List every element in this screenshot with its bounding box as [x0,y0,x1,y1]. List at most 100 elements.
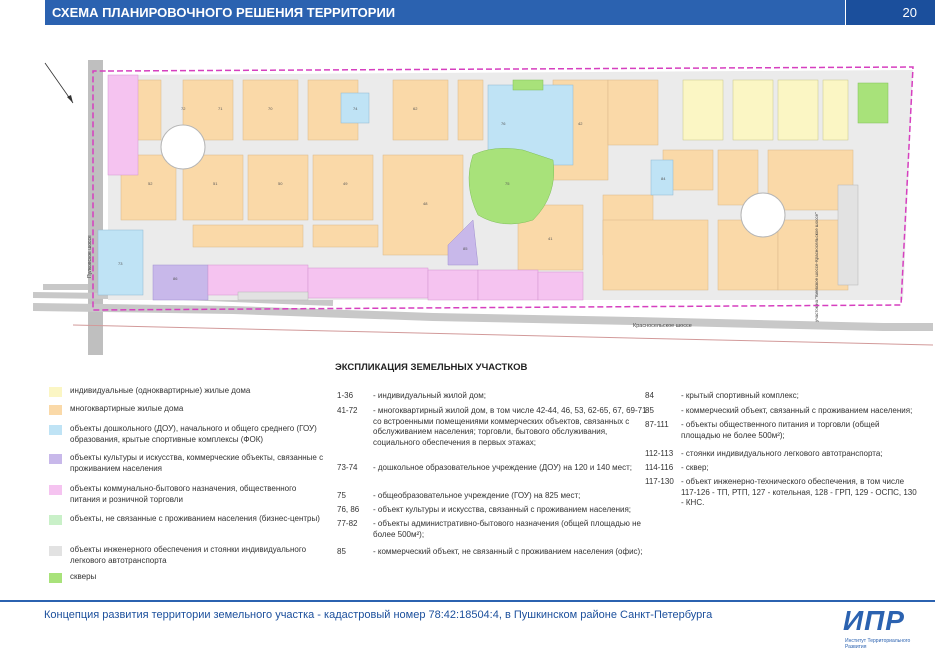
explication-row: 77-82 - объекты административно-бытового… [337,519,648,540]
explication-code: 76, 86 [337,505,360,514]
plot-label: 72 [181,106,186,111]
plot-label: 42 [578,121,583,126]
explication-row: 41-72 - многоквартирный жилой дом, в том… [337,406,648,448]
legend-text: многоквартирные жилые дома [70,404,184,413]
north-arrow-icon [44,62,74,104]
road-label-pulkovskoe: Пулковское шоссе [87,235,93,278]
legend-swatch [49,405,62,415]
legend-swatch [49,573,62,583]
explication-row: 114-116 - сквер; [645,463,921,474]
legend-item: скверы [49,572,325,583]
engineering-blocks [237,184,859,301]
territory-boundary [92,66,914,311]
legend-text: скверы [70,572,97,581]
explication-desc: - объект культуры и искусства, связанный… [373,505,632,514]
explication-desc: - объекты общественного питания и торгов… [681,420,880,440]
legend-text: объекты культуры и искусства, коммерческ… [70,453,324,473]
plot-label: 52 [148,181,153,186]
explication-row: 76, 86 - объект культуры и искусства, св… [337,505,648,516]
plot-label: 76 [501,121,506,126]
legend-text: объекты дошкольного (ДОУ), начального и … [70,424,317,444]
explication-code: 85 [337,547,346,556]
legend-item: объекты коммунально-бытового назначения,… [49,484,325,505]
explication-code: 112-113 [645,449,674,458]
logo-subtitle: Институт Территориального Развития [845,638,911,650]
plot-number-labels: 76 75 74 73 84 85 86 72 71 70 62 52 51 5… [118,106,666,281]
square-blocks [468,79,889,225]
explication-title: ЭКСПЛИКАЦИЯ ЗЕМЕЛЬНЫХ УЧАСТКОВ [335,362,528,373]
explication-row: 75 - общеобразовательное учреждение (ГОУ… [337,491,648,502]
plot-label: 48 [423,201,428,206]
explication-desc: - объект инженерно-технического обеспече… [681,477,917,507]
legend-text: объекты, не связанные с проживанием насе… [70,514,320,523]
legend-swatch [49,387,62,397]
company-logo: ИПР Институт Территориального Развития [843,605,923,650]
plot-label: 73 [118,261,123,266]
plot-label: 70 [268,106,273,111]
logo-text: ИПР [843,605,905,636]
explication-code: 84 [645,391,654,400]
explication-desc: - сквер; [681,463,709,472]
plot-label: 41 [548,236,553,241]
explication-code: 1-36 [337,391,354,400]
legend-swatch [49,454,62,464]
legend-item: объекты культуры и искусства, коммерческ… [49,453,325,474]
explication-desc: - общеобразовательное учреждение (ГОУ) н… [373,491,581,500]
plot-label: 84 [661,176,666,181]
footer-text: Концепция развития территории земельного… [44,609,713,621]
individual-house-blocks [682,79,849,141]
explication-desc: - крытый спортивный комплекс; [681,391,799,400]
explication-desc: - многоквартирный жилой дом, в том числе… [373,406,647,447]
legend-item: многоквартирные жилые дома [49,404,325,415]
explication-code: 114-116 [645,463,674,472]
planning-map: Пулковское шоссе Красносельское шоссе уч… [33,60,933,355]
legend-swatch [49,425,62,435]
explication-code: 73-74 [337,463,358,472]
legend-item: индивидуальные (одноквартирные) жилые до… [49,386,325,397]
explication-desc: - объекты административно-бытового назна… [373,519,641,539]
roundabouts [160,124,786,238]
plot-label: 85 [463,246,468,251]
plot-label: 50 [278,181,283,186]
legend-text: объекты инженерного обеспечения и стоянк… [70,545,307,565]
legend-swatch [49,485,62,495]
plot-label: 62 [413,106,418,111]
legend-text: объекты коммунально-бытового назначения,… [70,484,297,504]
explication-code: 87-111 [645,420,669,429]
plot-label: 75 [505,181,510,186]
legend-text: индивидуальные (одноквартирные) жилые до… [70,386,251,395]
legend-item: объекты дошкольного (ДОУ), начального и … [49,424,325,445]
explication-desc: - дошкольное образовательное учреждение … [373,463,632,472]
header-bar [45,0,845,25]
legend-item: объекты, не связанные с проживанием насе… [49,514,325,525]
explication-row: 117-130 - объект инженерно-технического … [645,477,921,509]
plot-label: 86 [173,276,178,281]
road-label-kievskoe: участок на "Киевское шоссе-Красносельско… [814,212,819,322]
explication-desc: - коммерческий объект, связанный с прожи… [681,406,913,415]
plot-label: 51 [213,181,218,186]
explication-code: 77-82 [337,519,358,528]
explication-row: 73-74 - дошкольное образовательное учреж… [337,463,648,474]
explication-desc: - стоянки индивидуального легкового авто… [681,449,883,458]
legend-swatch [49,546,62,556]
explication-row: 87-111 - объекты общественного питания и… [645,420,921,441]
explication-code: 41-72 [337,406,358,415]
road-label-krasnoselskoe: Красносельское шоссе [633,323,692,329]
explication-row: 85 - коммерческий объект, не связанный с… [337,547,648,558]
explication-desc: - индивидуальный жилой дом; [373,391,486,400]
explication-row: 84 - крытый спортивный комплекс; [645,391,921,402]
page-number: 20 [902,5,917,20]
explication-row: 1-36 - индивидуальный жилой дом; [337,391,648,402]
explication-code: 117-130 [645,477,674,486]
explication-code: 85 [645,406,654,415]
explication-row: 85 - коммерческий объект, связанный с пр… [645,406,921,417]
explication-code: 75 [337,491,346,500]
explication-row: 112-113 - стоянки индивидуального легков… [645,449,921,460]
page-title: СХЕМА ПЛАНИРОВОЧНОГО РЕШЕНИЯ ТЕРРИТОРИИ [52,5,396,20]
legend-item: объекты инженерного обеспечения и стоянк… [49,545,325,566]
commercial-blocks [107,74,584,301]
plot-label: 49 [343,181,348,186]
footer-divider [0,600,935,602]
plot-label: 74 [353,106,358,111]
plot-label: 71 [218,106,223,111]
